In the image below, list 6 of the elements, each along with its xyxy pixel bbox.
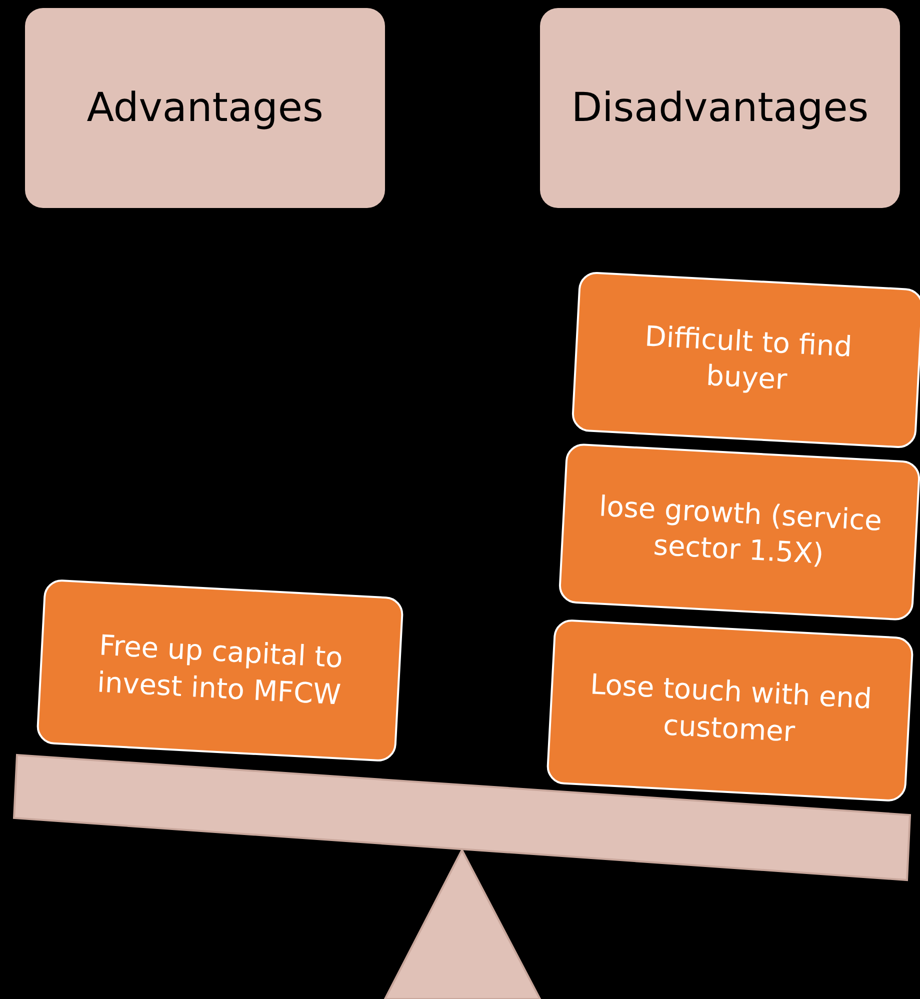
advantage-box: Free up capital to invest into MFCW bbox=[36, 578, 404, 762]
disadvantage-box: Lose touch with end customer bbox=[546, 618, 914, 802]
disadvantage-box: lose growth (service sector 1.5X) bbox=[558, 442, 920, 622]
disadvantage-box: Difficult to find buyer bbox=[571, 271, 920, 449]
heading-box: Advantages bbox=[25, 8, 385, 208]
heading-box: Disadvantages bbox=[540, 8, 900, 208]
